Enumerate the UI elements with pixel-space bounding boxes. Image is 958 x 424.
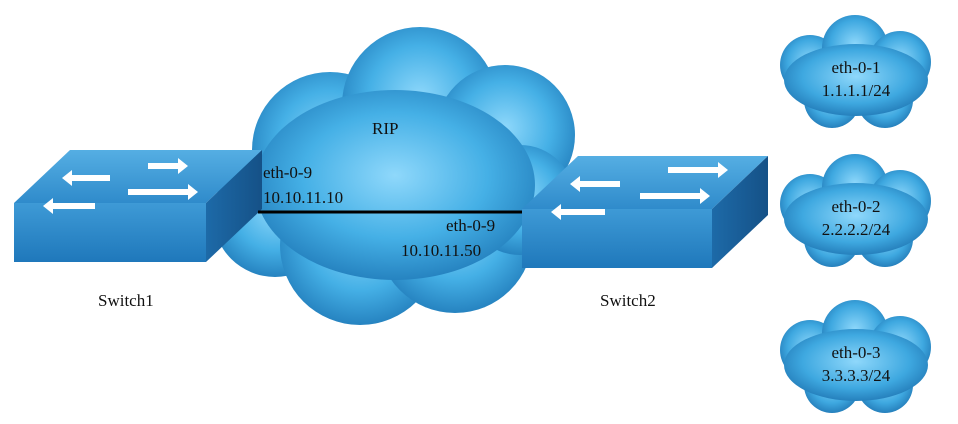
network-cloud-icon bbox=[780, 300, 931, 413]
arrow-icon bbox=[551, 162, 728, 220]
switch2-port-label: eth-0-9 bbox=[446, 216, 496, 235]
rip-label: RIP bbox=[372, 119, 399, 138]
network2-interface: eth-0-2 bbox=[831, 197, 881, 216]
network-cloud-icon bbox=[780, 15, 931, 128]
switch1-name: Switch1 bbox=[98, 291, 154, 310]
switch1-port-label: eth-0-9 bbox=[263, 163, 313, 182]
switch2-name: Switch2 bbox=[600, 291, 656, 310]
arrow-icon bbox=[43, 158, 198, 214]
switch2-ip-label: 10.10.11.50 bbox=[401, 241, 482, 260]
switch1-ip-label: 10.10.11.10 bbox=[263, 188, 344, 207]
switch1-icon bbox=[14, 150, 262, 262]
network3-subnet: 3.3.3.3/24 bbox=[821, 366, 891, 385]
network-cloud-icon bbox=[780, 154, 931, 267]
network3-interface: eth-0-3 bbox=[831, 343, 881, 362]
switch2-icon bbox=[522, 156, 768, 268]
network2-subnet: 2.2.2.2/24 bbox=[821, 220, 891, 239]
network1-interface: eth-0-1 bbox=[831, 58, 881, 77]
network1-subnet: 1.1.1.1/24 bbox=[821, 81, 891, 100]
